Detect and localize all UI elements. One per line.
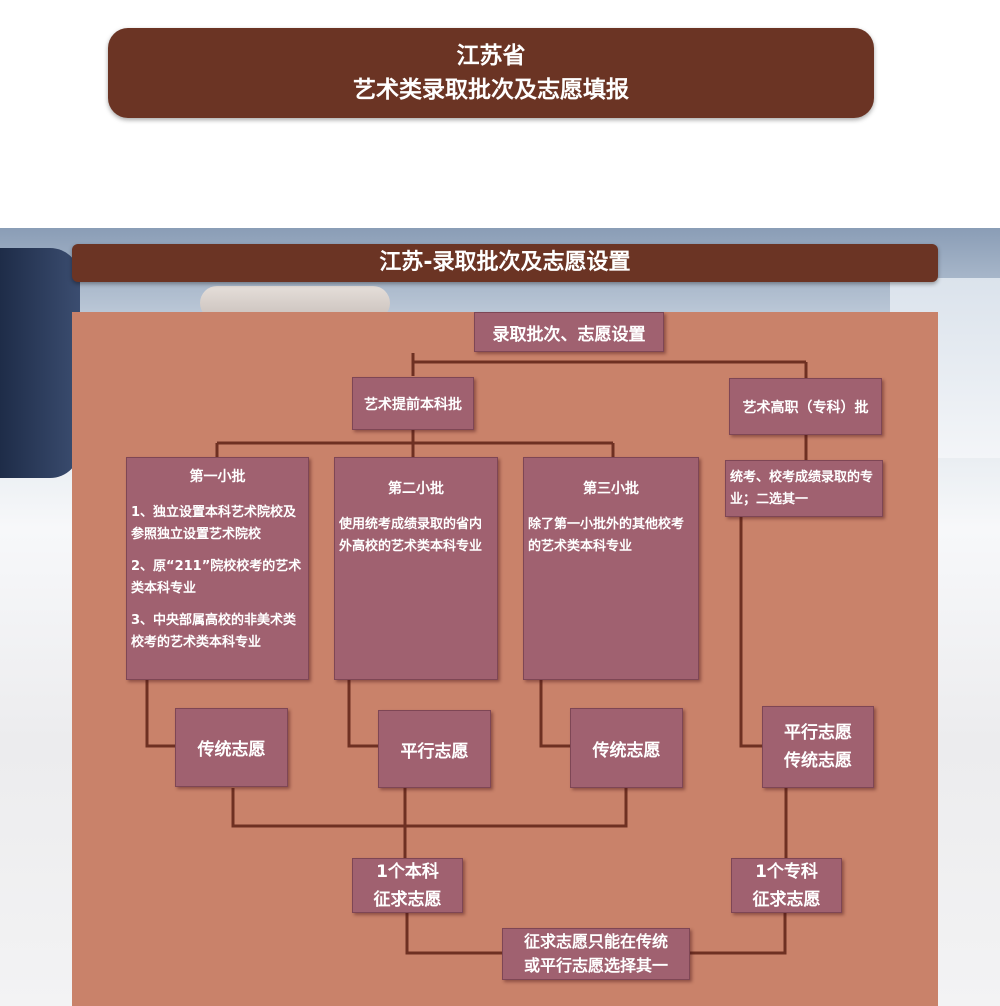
vocational-desc-box: 统考、校考成绩录取的专业；二选其一 <box>725 460 883 517</box>
page-title-line2: 艺术类录取批次及志愿填报 <box>353 77 629 103</box>
batch3-box: 第三小批 除了第一小批外的其他校考的艺术类本科专业 <box>523 457 699 680</box>
batch1-box: 第一小批 1、独立设置本科艺术院校及参照独立设置艺术院校 2、原“211”院校校… <box>126 457 309 680</box>
volunteer-vocational-line1: 平行志愿 <box>784 723 852 743</box>
batch1-item-3: 3、中央部属高校的非美术类校考的艺术类本科专业 <box>131 613 297 650</box>
batch2-box: 第二小批 使用统考成绩录取的省内外高校的艺术类本科专业 <box>334 457 498 680</box>
branch-art-vocational: 艺术高职（专科）批 <box>729 378 882 435</box>
batch1-item-1: 1、独立设置本科艺术院校及参照独立设置艺术院校 <box>131 505 297 542</box>
connector-note-right <box>690 913 787 955</box>
solicit-vocational-line2: 征求志愿 <box>752 889 821 910</box>
connector-batch1-vol1 <box>145 680 175 748</box>
solicit-note-line2: 或平行志愿选择其一 <box>523 956 668 975</box>
volunteer-traditional-2: 传统志愿 <box>570 708 683 788</box>
solicit-vocational-box: 1个专科 征求志愿 <box>731 858 842 913</box>
root-node: 录取批次、志愿设置 <box>474 312 664 352</box>
batch3-desc: 除了第一小批外的其他校考的艺术类本科专业 <box>528 517 685 554</box>
solicit-bachelor-box: 1个本科 征求志愿 <box>352 858 463 913</box>
batch1-title: 第一小批 <box>189 469 246 485</box>
page-title-banner: 江苏省 艺术类录取批次及志愿填报 <box>108 28 874 118</box>
solicit-bachelor-line2: 征求志愿 <box>373 889 442 910</box>
connector-note-left <box>405 913 502 955</box>
connector-vocational-vol4 <box>739 517 762 748</box>
volunteer-parallel: 平行志愿 <box>378 710 491 788</box>
background-suit-shape <box>0 248 80 478</box>
batch3-title: 第三小批 <box>583 481 639 497</box>
batch2-desc: 使用统考成绩录取的省内外高校的艺术类本科专业 <box>339 517 483 554</box>
section-title-banner: 江苏-录取批次及志愿设置 <box>72 244 938 282</box>
connector-batch3-vol3 <box>539 680 570 748</box>
solicit-note-line1: 征求志愿只能在传统 <box>523 932 668 951</box>
solicit-vocational-line1: 1个专科 <box>755 861 818 882</box>
batch2-title: 第二小批 <box>388 481 444 497</box>
volunteer-traditional-1: 传统志愿 <box>175 708 288 787</box>
branch-art-advance-bachelor: 艺术提前本科批 <box>352 377 474 430</box>
page-title-line1: 江苏省 <box>456 43 526 69</box>
solicit-note-box: 征求志愿只能在传统 或平行志愿选择其一 <box>502 928 690 980</box>
solicit-bachelor-line1: 1个本科 <box>376 861 439 882</box>
batch1-item-2: 2、原“211”院校校考的艺术类本科专业 <box>131 559 302 596</box>
volunteer-vocational: 平行志愿 传统志愿 <box>762 706 874 788</box>
connector-batch2-vol2 <box>347 680 378 748</box>
volunteer-vocational-line2: 传统志愿 <box>784 751 852 771</box>
connector-vol-join <box>231 788 628 828</box>
